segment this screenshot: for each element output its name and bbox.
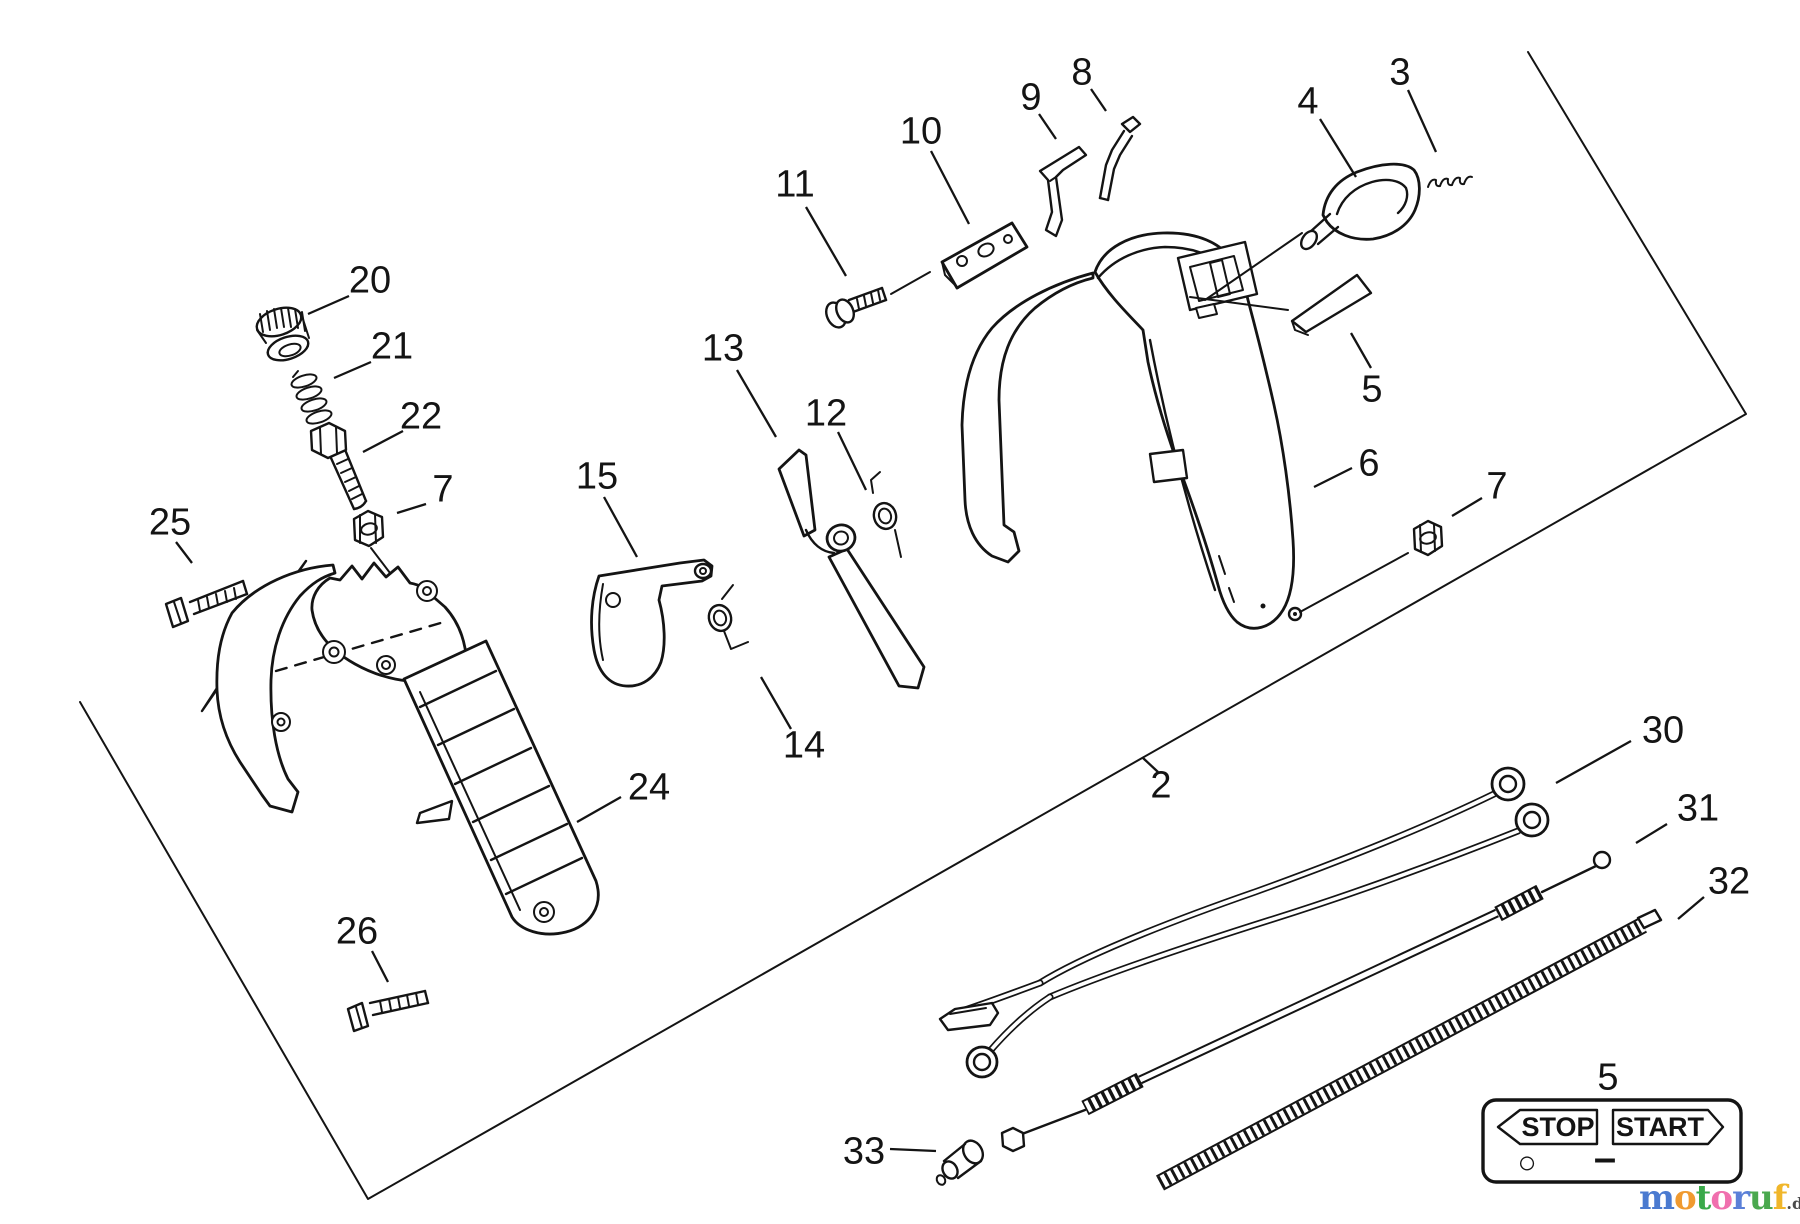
part-7-nut-right [1412,519,1444,557]
part-label-13: 13 [701,327,745,370]
leader-line-22 [362,429,404,454]
part-label-7-right: 7 [1486,465,1508,508]
leader-line-24 [576,796,622,823]
decal-stop-text: STOP [1521,1112,1594,1142]
part-24-handle-half-left [215,561,600,936]
decal-off-symbol: ○ [1517,1144,1536,1180]
leader-line-12 [836,431,868,491]
part-10-bracket-plate [940,221,1029,290]
leader-line-4 [1319,118,1357,178]
leader-line-32 [1677,896,1705,920]
watermark-word: motoruf [1639,1178,1788,1218]
leader-line-25 [175,541,193,564]
watermark-letter: f [1772,1178,1788,1218]
stop-arrow-shape [1496,1108,1599,1146]
part-label-10: 10 [899,110,943,153]
part-33-cap [935,1139,985,1186]
assembly-plane-frame [79,51,1747,1200]
part-30-wiring-harness [938,766,1550,1079]
part-label-11: 11 [775,163,815,206]
part-label-21: 21 [370,325,414,368]
part-26-screw [346,989,430,1033]
part-label-24: 24 [627,766,671,809]
leader-line-6 [1313,466,1353,489]
part-14-ring [707,584,749,650]
part-20-knob [255,306,310,362]
part-label-7-left: 7 [432,468,454,511]
part-label-5-bottom: 5 [1597,1056,1619,1099]
watermark-letter: o [1673,1178,1697,1218]
part-label-2: 2 [1150,764,1172,807]
leader-line-9 [1038,113,1057,140]
part-22-bolt [309,421,368,511]
part-label-25: 25 [148,501,192,544]
part-7-nut-left [352,509,391,574]
part-label-8: 8 [1071,51,1093,94]
part-25-screw [164,579,249,629]
watermark-letter: t [1695,1178,1712,1218]
leader-lines [175,88,1705,1153]
watermark-suffix: .de [1786,1194,1800,1213]
part-label-4: 4 [1297,80,1319,123]
part-label-30: 30 [1641,709,1685,752]
decal-on-symbol: – [1594,1136,1616,1180]
part-label-9: 9 [1020,76,1042,119]
leader-line-15 [602,496,639,558]
part-5-decal-plate [1290,273,1373,336]
part-label-31: 31 [1676,787,1720,830]
watermark-letter: m [1639,1178,1675,1218]
leader-line-20 [307,294,350,316]
part-label-33: 33 [842,1130,886,1173]
leader-line-8 [1090,88,1107,112]
start-arrow-shape [1611,1108,1725,1146]
part-9-flat-bracket [1038,145,1088,238]
leader-line-30 [1555,739,1632,785]
leader-line-13 [736,369,777,438]
watermark-letter: r [1732,1178,1750,1218]
part-12-ring [870,471,902,558]
part-15-throttle-trigger [590,558,714,688]
part-11-screw [825,271,931,329]
leader-line-33 [889,1147,937,1153]
leader-line-31 [1635,823,1668,844]
part-label-3: 3 [1389,51,1411,94]
leader-line-7-right [1451,497,1483,517]
leader-line-21 [333,360,372,380]
leader-line-26 [370,950,390,983]
part-13-lockout-lever [777,448,926,690]
motoruf-watermark: motoruf.de [1639,1181,1800,1215]
part-label-32: 32 [1707,860,1751,903]
leader-line-5-top [1350,332,1372,369]
part-label-14: 14 [782,724,826,767]
part-label-12: 12 [804,392,848,435]
part-3-spring [1427,175,1473,188]
part-label-5-top: 5 [1361,368,1383,411]
watermark-letter: o [1710,1178,1733,1218]
part-32-coil-sheath [1155,908,1663,1191]
leader-line-7-left [396,502,427,515]
part-31-throttle-cable [1000,850,1612,1153]
leader-line-3 [1406,89,1438,153]
part-label-6: 6 [1358,442,1380,485]
part-label-26: 26 [335,910,379,953]
part-label-15: 15 [575,455,619,498]
part-4-stop-switch [1299,162,1421,251]
leader-line-14 [760,676,792,730]
part-label-20: 20 [348,259,392,302]
stop-start-decal: STOP START ○ – [1481,1098,1743,1184]
watermark-letter: u [1749,1178,1774,1218]
part-8-bent-rod [1098,115,1142,202]
part-21-spring [290,370,333,425]
leader-line-2 [1142,757,1159,773]
leader-line-11 [805,206,847,277]
decal-start-text: START [1616,1112,1704,1142]
leader-line-10 [929,150,971,225]
part-6-handle-half-right [960,231,1409,630]
part-label-22: 22 [399,395,443,438]
